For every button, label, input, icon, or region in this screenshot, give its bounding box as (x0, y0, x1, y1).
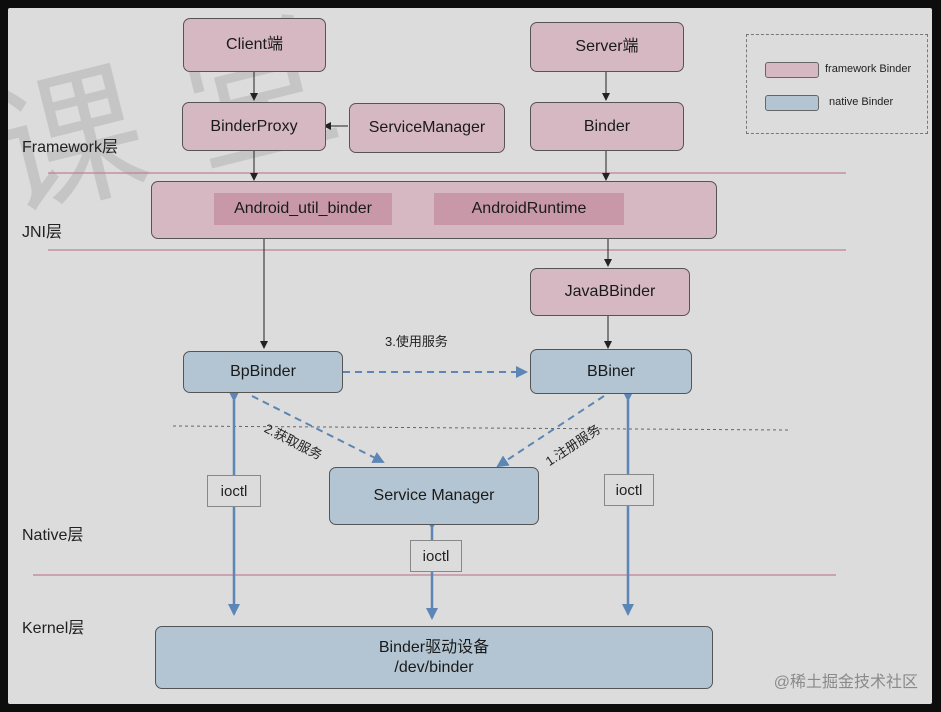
javabbinder-box: JavaBBinder (530, 268, 690, 316)
layer-label-jni: JNI层 (22, 224, 63, 241)
binder-driver-path: /dev/binder (394, 658, 474, 676)
android-util-binder-box: Android_util_binder (214, 193, 392, 225)
bpbinder-box: BpBinder (183, 351, 343, 393)
site-watermark: @稀土掘金技术社区 (773, 674, 918, 691)
android-runtime-box: AndroidRuntime (434, 193, 624, 225)
legend-label-framework: framework Binder (825, 63, 912, 75)
separator-native-dotted (172, 425, 789, 431)
layer-label-kernel: Kernel层 (22, 620, 85, 637)
server-box: Server端 (530, 22, 684, 72)
legend: framework Binder native Binder (746, 34, 928, 134)
service-manager-box: Service Manager (329, 467, 539, 525)
legend-swatch-native (765, 95, 819, 111)
binderproxy-box: BinderProxy (182, 102, 326, 151)
arrow-register-service (496, 395, 605, 468)
edge-label-use-service: 3.使用服务 (385, 334, 448, 349)
client-box: Client端 (183, 18, 326, 72)
legend-label-native: native Binder (829, 96, 894, 108)
legend-swatch-framework (765, 62, 819, 78)
ioctl-label-center: ioctl (410, 540, 462, 572)
arrow-get-service (251, 395, 385, 463)
binder-driver-box: Binder驱动设备 /dev/binder (155, 626, 713, 689)
binder-box: Binder (530, 102, 684, 151)
connector-layer (33, 72, 846, 620)
layer-label-native: Native层 (22, 527, 84, 544)
ioctl-label-left: ioctl (207, 475, 261, 507)
ioctl-label-right: ioctl (604, 474, 654, 506)
diagram-canvas: 课 堂 Framework层 J (8, 8, 932, 704)
bbiner-box: BBiner (530, 349, 692, 394)
layer-label-framework: Framework层 (22, 139, 119, 156)
servicemanager-framework-box: ServiceManager (349, 103, 505, 153)
binder-driver-title: Binder驱动设备 (378, 638, 490, 656)
